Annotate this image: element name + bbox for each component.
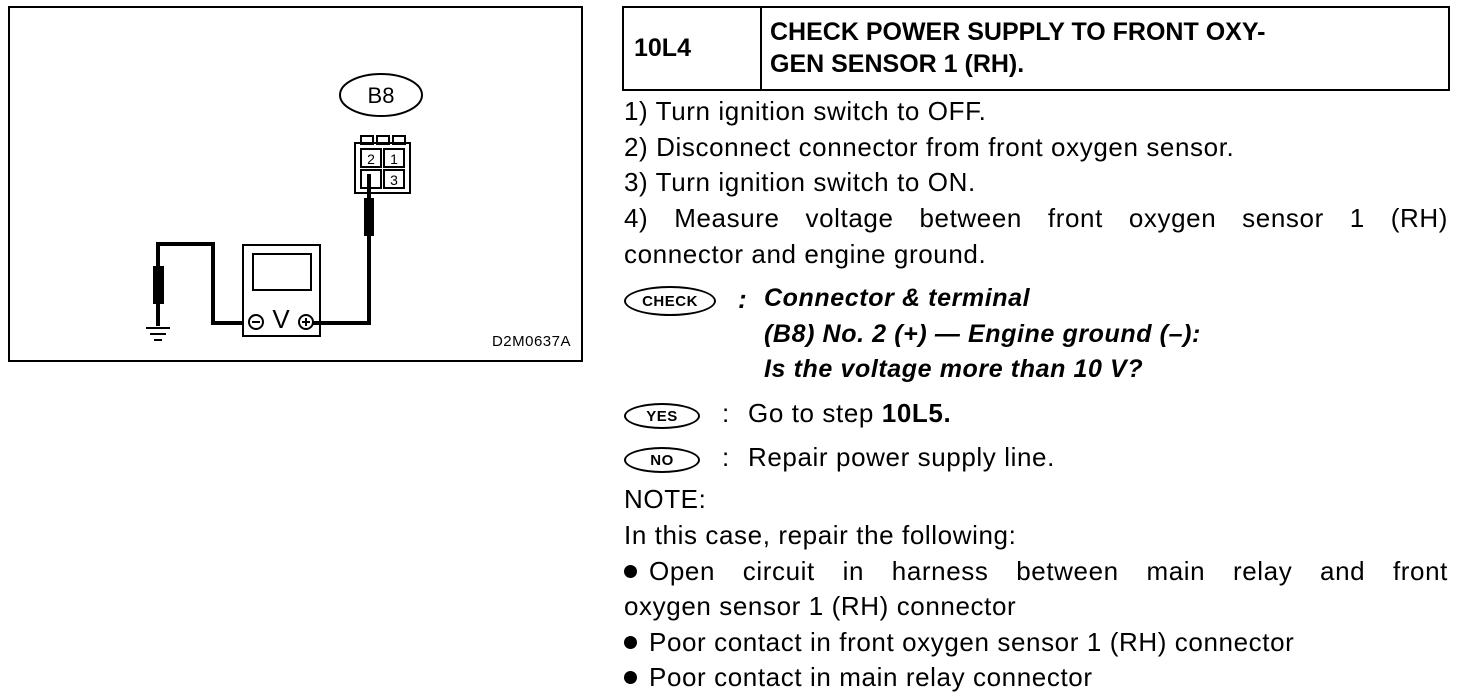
- negative-probe: [153, 242, 243, 326]
- check-line-2: (B8) No. 2 (+) — Engine ground (–):: [764, 320, 1201, 348]
- check-line-3: Is the voltage more than 10 V?: [764, 355, 1144, 383]
- no-badge: NO: [624, 447, 700, 473]
- note-bullet-2: Poor contact in front oxygen sensor 1 (R…: [624, 627, 1294, 657]
- note-bullet-1-text: Open circuit in harness between main rel…: [649, 556, 1448, 586]
- note-bullet-3: Poor contact in main relay connector: [624, 662, 1093, 692]
- step-header: 10L4 CHECK POWER SUPPLY TO FRONT OXY- GE…: [622, 6, 1450, 91]
- pin-1-label: 1: [390, 151, 398, 167]
- instruction-1: 1) Turn ignition switch to OFF.: [624, 96, 987, 126]
- step-title: CHECK POWER SUPPLY TO FRONT OXY- GEN SEN…: [762, 8, 1448, 89]
- bullet-icon: [624, 636, 637, 649]
- bullet-icon: [624, 671, 637, 684]
- ground-icon: [146, 327, 170, 341]
- connector-icon: [354, 135, 411, 194]
- voltmeter-symbol: V: [272, 304, 290, 334]
- positive-probe: [313, 174, 374, 325]
- bullet-icon: [624, 565, 637, 578]
- yes-colon: :: [722, 398, 730, 428]
- connector-label-text: B8: [368, 83, 395, 108]
- step-title-line-2: GEN SENSOR 1 (RH).: [770, 50, 1025, 78]
- connector-label-oval: [339, 73, 423, 117]
- instruction-2: 2) Disconnect connector from front oxyge…: [624, 132, 1235, 162]
- yes-instruction: Go to step: [748, 398, 882, 428]
- note-intro: In this case, repair the following:: [624, 520, 1017, 550]
- instruction-4-continued: connector and engine ground.: [624, 239, 987, 269]
- check-line-1: Connector & terminal: [764, 284, 1031, 312]
- note-bullet-1: Open circuit in harness between main rel…: [624, 556, 1448, 586]
- step-id: 10L4: [624, 8, 762, 89]
- no-text: Repair power supply line.: [748, 442, 1055, 472]
- note-bullet-2-text: Poor contact in front oxygen sensor 1 (R…: [649, 627, 1295, 657]
- voltage-measurement-diagram: B8 2 1 3: [146, 73, 423, 341]
- instruction-4: 4) Measure voltage between front oxygen …: [624, 203, 1448, 233]
- no-colon: :: [722, 442, 730, 472]
- figure-code: D2M0637A: [491, 333, 571, 350]
- wiring-diagram-figure: B8 2 1 3: [8, 6, 583, 362]
- yes-target-step: 10L5.: [881, 398, 952, 428]
- note-bullet-1-continued: oxygen sensor 1 (RH) connector: [624, 591, 1017, 621]
- yes-text: Go to step 10L5.: [748, 398, 951, 428]
- check-colon: :: [738, 284, 747, 314]
- note-label: NOTE:: [624, 484, 707, 514]
- instruction-3: 3) Turn ignition switch to ON.: [624, 167, 976, 197]
- check-badge: CHECK: [624, 286, 716, 316]
- voltmeter-icon: [242, 244, 321, 337]
- pin-3-label: 3: [390, 172, 398, 188]
- note-bullet-3-text: Poor contact in main relay connector: [649, 662, 1093, 692]
- pin-2-label: 2: [367, 151, 375, 167]
- yes-badge: YES: [624, 403, 700, 429]
- step-title-line-1: CHECK POWER SUPPLY TO FRONT OXY-: [770, 18, 1266, 46]
